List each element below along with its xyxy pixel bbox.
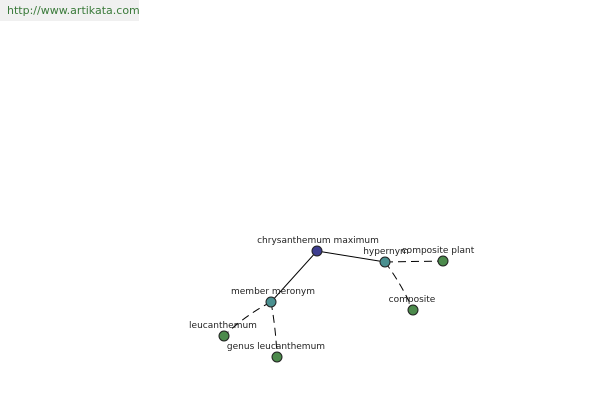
label-leucanthemum: leucanthemum (189, 321, 257, 331)
node-composite-plant[interactable] (437, 255, 449, 267)
label-composite-plant: composite plant (402, 246, 475, 256)
edge-hypernym-composite-plant (384, 260, 444, 263)
label-genus-leucanthemum: genus leucanthemum (227, 342, 325, 352)
url-banner: http://www.artikata.com (0, 0, 140, 21)
label-member-meronym: member meronym (231, 287, 315, 297)
edge-root-member-meronym (270, 250, 318, 303)
label-composite: composite (389, 295, 436, 305)
node-leucanthemum[interactable] (218, 330, 230, 342)
node-composite[interactable] (407, 304, 419, 316)
label-hypernym: hypernym (363, 247, 409, 257)
node-hypernym[interactable] (379, 256, 391, 268)
node-genus-leucanthemum[interactable] (271, 351, 283, 363)
node-root[interactable] (311, 245, 323, 257)
label-root: chrysanthemum maximum (257, 236, 379, 246)
source-url-link[interactable]: http://www.artikata.com (7, 4, 140, 17)
node-member-meronym[interactable] (265, 296, 277, 308)
edge-root-hypernym (316, 250, 386, 263)
